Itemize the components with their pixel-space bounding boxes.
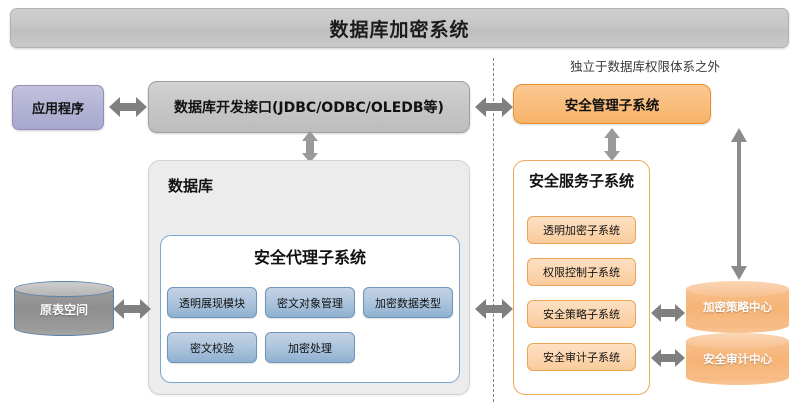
- cylinder-top: [686, 333, 789, 349]
- service-item-label: 安全审计子系统: [543, 351, 620, 364]
- service-item-security-audit[interactable]: 安全审计子系统: [527, 343, 636, 371]
- module-label: 加密处理: [288, 341, 332, 355]
- double-arrow-horizontal-icon: [651, 349, 685, 367]
- page-title-banner: 数据库加密系统: [10, 8, 789, 48]
- module-ciphertext-verification[interactable]: 密文校验: [167, 332, 257, 363]
- cylinder-top: [686, 281, 789, 297]
- service-item-label: 安全策略子系统: [543, 308, 620, 321]
- double-arrow-horizontal-icon: [109, 97, 147, 117]
- module-label: 密文校验: [190, 341, 234, 355]
- service-item-access-control[interactable]: 权限控制子系统: [527, 258, 636, 286]
- module-label: 透明展现模块: [179, 296, 245, 310]
- double-arrow-vertical-icon: [302, 131, 318, 163]
- double-arrow-vertical-icon: [731, 128, 747, 280]
- security-audit-center-cylinder[interactable]: 安全审计中心: [686, 333, 789, 385]
- module-encryption-processing[interactable]: 加密处理: [265, 332, 355, 363]
- database-panel-title: 数据库: [168, 177, 214, 195]
- module-label: 密文对象管理: [277, 296, 343, 310]
- encryption-policy-center-cylinder[interactable]: 加密策略中心: [686, 281, 789, 333]
- double-arrow-horizontal-icon: [113, 299, 151, 319]
- database-api-label: 数据库开发接口(JDBC/ODBC/OLEDB等): [174, 100, 444, 116]
- double-arrow-horizontal-icon: [475, 97, 513, 117]
- security-manager-label: 安全管理子系统: [564, 98, 660, 114]
- module-label: 加密数据类型: [375, 296, 441, 310]
- application-label: 应用程序: [31, 102, 84, 117]
- dashed-divider-icon: [493, 58, 494, 402]
- database-api-box[interactable]: 数据库开发接口(JDBC/ODBC/OLEDB等): [148, 81, 470, 133]
- table-space-label: 原表空间: [39, 303, 88, 317]
- security-service-title: 安全服务子系统: [528, 172, 634, 190]
- security-manager-box[interactable]: 安全管理子系统: [513, 84, 711, 124]
- independence-note: 独立于数据库权限体系之外: [569, 59, 720, 74]
- table-space-cylinder[interactable]: 原表空间: [14, 281, 114, 336]
- service-item-label: 透明加密子系统: [543, 224, 620, 237]
- service-item-label: 权限控制子系统: [543, 266, 620, 279]
- double-arrow-vertical-icon: [604, 128, 620, 161]
- service-item-transparent-encryption[interactable]: 透明加密子系统: [527, 216, 636, 244]
- double-arrow-horizontal-icon: [475, 299, 513, 319]
- double-arrow-horizontal-icon: [651, 304, 685, 322]
- security-audit-center-label: 安全审计中心: [703, 352, 772, 366]
- module-ciphertext-object-mgmt[interactable]: 密文对象管理: [265, 287, 355, 318]
- application-box[interactable]: 应用程序: [12, 85, 104, 130]
- module-transparent-display[interactable]: 透明展现模块: [167, 287, 257, 318]
- module-encrypted-data-type[interactable]: 加密数据类型: [363, 287, 453, 318]
- service-item-security-policy[interactable]: 安全策略子系统: [527, 300, 636, 328]
- security-agent-title: 安全代理子系统: [253, 248, 366, 267]
- encryption-policy-center-label: 加密策略中心: [703, 300, 772, 314]
- page-title: 数据库加密系统: [329, 18, 470, 41]
- cylinder-top: [14, 281, 114, 297]
